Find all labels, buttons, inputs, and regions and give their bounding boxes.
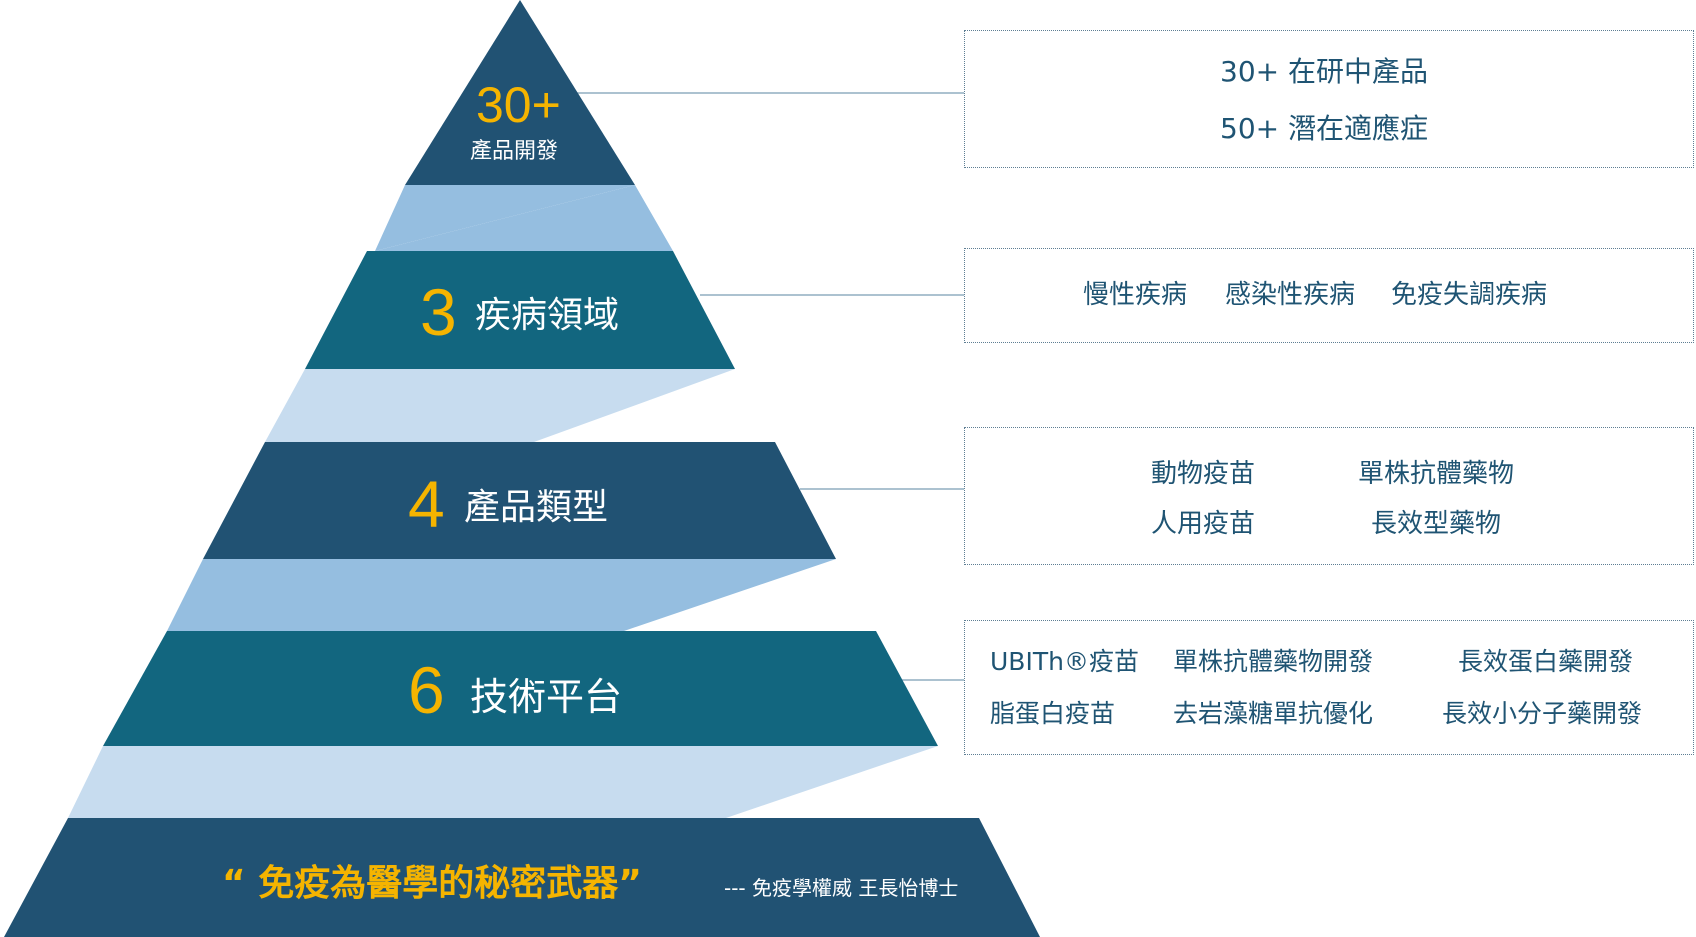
tier-4-shape — [103, 631, 938, 746]
platforms-box: UBITh®疫苗 單株抗體藥物開發 長效蛋白藥開發 脂蛋白疫苗 去岩藻糖單抗優化… — [964, 620, 1694, 755]
tier-3-shape — [203, 442, 836, 559]
products-line-1: 30+ 在研中產品 — [1220, 55, 1428, 88]
type-item-long-acting: 長效型藥物 — [1371, 509, 1502, 539]
type-item-animal-vaccine: 動物疫苗 — [1151, 459, 1256, 489]
type-item-mab-drug: 單株抗體藥物 — [1358, 459, 1515, 489]
tier-3-number: 4 — [408, 467, 445, 541]
disease-item-chronic: 慢性疾病 — [1083, 280, 1188, 310]
disease-item-infectious: 感染性疾病 — [1225, 280, 1356, 310]
band-3 — [167, 559, 836, 631]
types-box: 動物疫苗 單株抗體藥物 人用疫苗 長效型藥物 — [964, 427, 1694, 565]
disease-item-immune: 免疫失調疾病 — [1391, 280, 1548, 310]
platform-item-long-protein: 長效蛋白藥開發 — [1458, 647, 1634, 676]
band-4 — [68, 746, 938, 818]
tier-4-label: 技術平台 — [470, 675, 623, 719]
products-box: 30+ 在研中產品 50+ 潛在適應症 — [964, 30, 1694, 168]
platform-item-small-molecule: 長效小分子藥開發 — [1442, 699, 1643, 728]
platform-item-mab-dev: 單株抗體藥物開發 — [1173, 647, 1374, 676]
base-attribution: --- 免疫學權威 王長怡博士 — [724, 876, 959, 900]
tier-1-shape — [405, 0, 635, 185]
band-2 — [265, 369, 735, 442]
platform-item-afucosylation: 去岩藻糖單抗優化 — [1173, 699, 1374, 728]
platform-item-ubith: UBITh®疫苗 — [990, 647, 1139, 676]
platform-item-lipoprotein: 脂蛋白疫苗 — [990, 699, 1116, 728]
type-item-human-vaccine: 人用疫苗 — [1151, 509, 1256, 539]
products-line-2: 50+ 潛在適應症 — [1220, 112, 1428, 145]
base-shape — [4, 818, 1040, 937]
tier-1-number: 30+ — [476, 77, 561, 133]
band-1 — [375, 185, 673, 251]
diseases-box: 慢性疾病 感染性疾病 免疫失調疾病 — [964, 248, 1694, 343]
tier-2-shape — [305, 251, 735, 369]
tier-2-number: 3 — [420, 275, 457, 349]
tier-4-number: 6 — [408, 653, 445, 727]
tier-2-label: 疾病領域 — [475, 295, 620, 336]
tier-3-label: 產品類型 — [464, 487, 609, 528]
tier-1-label: 產品開發 — [470, 139, 559, 164]
band-1b — [375, 185, 635, 251]
base-quote: “ 免疫為醫學的秘密武器” — [222, 863, 642, 904]
